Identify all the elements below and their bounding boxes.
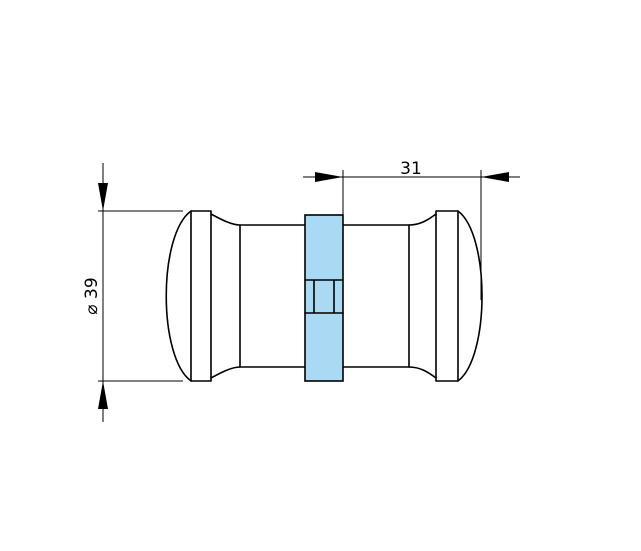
diameter-dimension: ⌀ 39 — [82, 163, 183, 422]
left-cap-dome — [165, 210, 192, 382]
knob-body — [165, 210, 483, 382]
right-cap-flange — [435, 210, 459, 382]
diameter-arrow-bottom — [98, 381, 108, 409]
left-shaft — [239, 224, 306, 368]
glass-panel — [304, 214, 344, 382]
length-arrow-left — [315, 172, 343, 182]
diameter-arrow-top — [98, 183, 108, 211]
right-neck — [408, 213, 437, 379]
right-shaft — [342, 224, 410, 368]
left-neck — [210, 213, 241, 379]
length-dimension: 31 — [303, 159, 520, 300]
glass-section — [304, 214, 344, 382]
right-cap-dome — [457, 210, 483, 382]
diameter-dimension-label: ⌀ 39 — [82, 277, 102, 314]
through-bolt — [304, 279, 344, 314]
length-arrow-right — [481, 172, 509, 182]
diameter-dimension-value: 39 — [82, 277, 102, 299]
diameter-symbol: ⌀ — [82, 304, 102, 314]
left-cap-flange — [190, 210, 212, 382]
length-dimension-value: 31 — [400, 159, 422, 179]
